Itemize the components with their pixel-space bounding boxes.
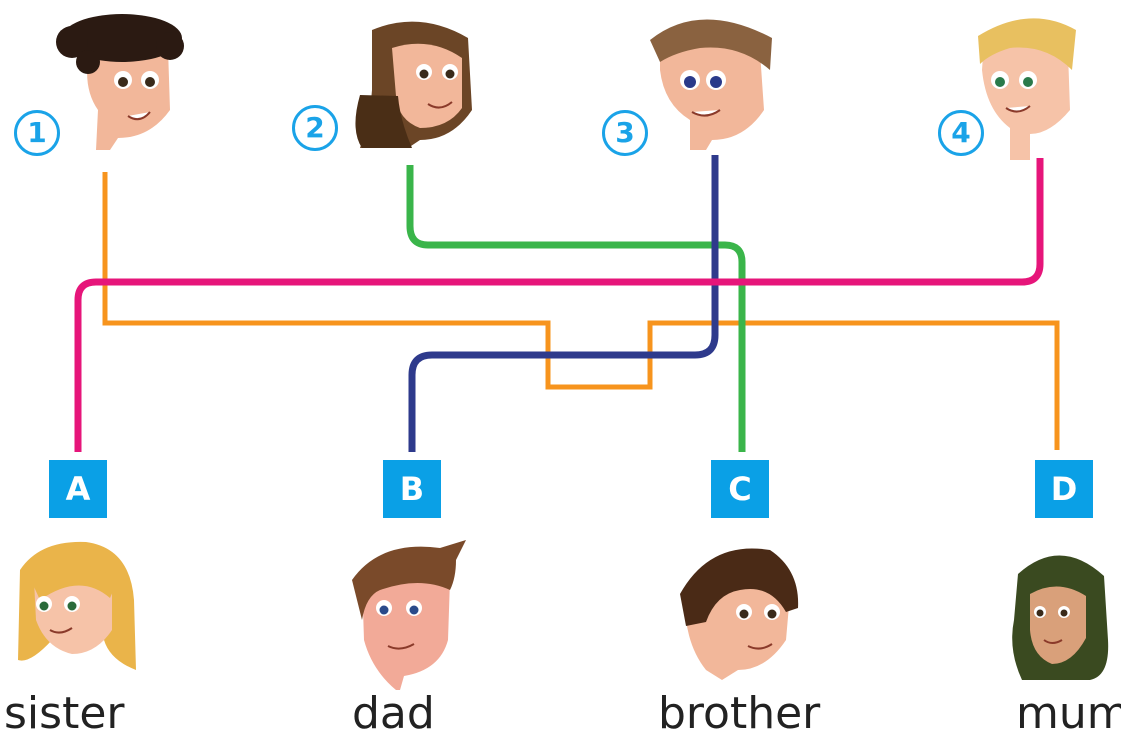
letter-box-d: D [1035, 460, 1093, 518]
letter-box-b: B [383, 460, 441, 518]
number-badge-2: 2 [292, 105, 338, 151]
girl-ponytail-face [355, 21, 472, 148]
number-badge-3: 3 [602, 110, 648, 156]
boy-brown-hair-face [650, 19, 772, 150]
sister-face [18, 541, 136, 670]
number-badge-1: 1 [14, 110, 60, 156]
letter-box-c: C [711, 460, 769, 518]
connector-line-2 [406, 165, 746, 452]
connector-line-1 [102, 172, 1060, 450]
brother-face [680, 548, 799, 680]
boy-curly-hair-face [56, 14, 184, 151]
letter-box-a: A [49, 460, 107, 518]
word-mum: mum [1016, 688, 1121, 739]
word-dad: dad [352, 688, 435, 739]
dad-face [352, 540, 466, 690]
word-sister: sister [4, 688, 125, 739]
number-badge-4: 4 [938, 110, 984, 156]
connector-line-3 [408, 155, 719, 452]
connector-line-4 [74, 158, 1044, 452]
boy-blond-hair-face [978, 18, 1076, 160]
mum-face [1012, 555, 1109, 680]
word-brother: brother [658, 688, 821, 739]
